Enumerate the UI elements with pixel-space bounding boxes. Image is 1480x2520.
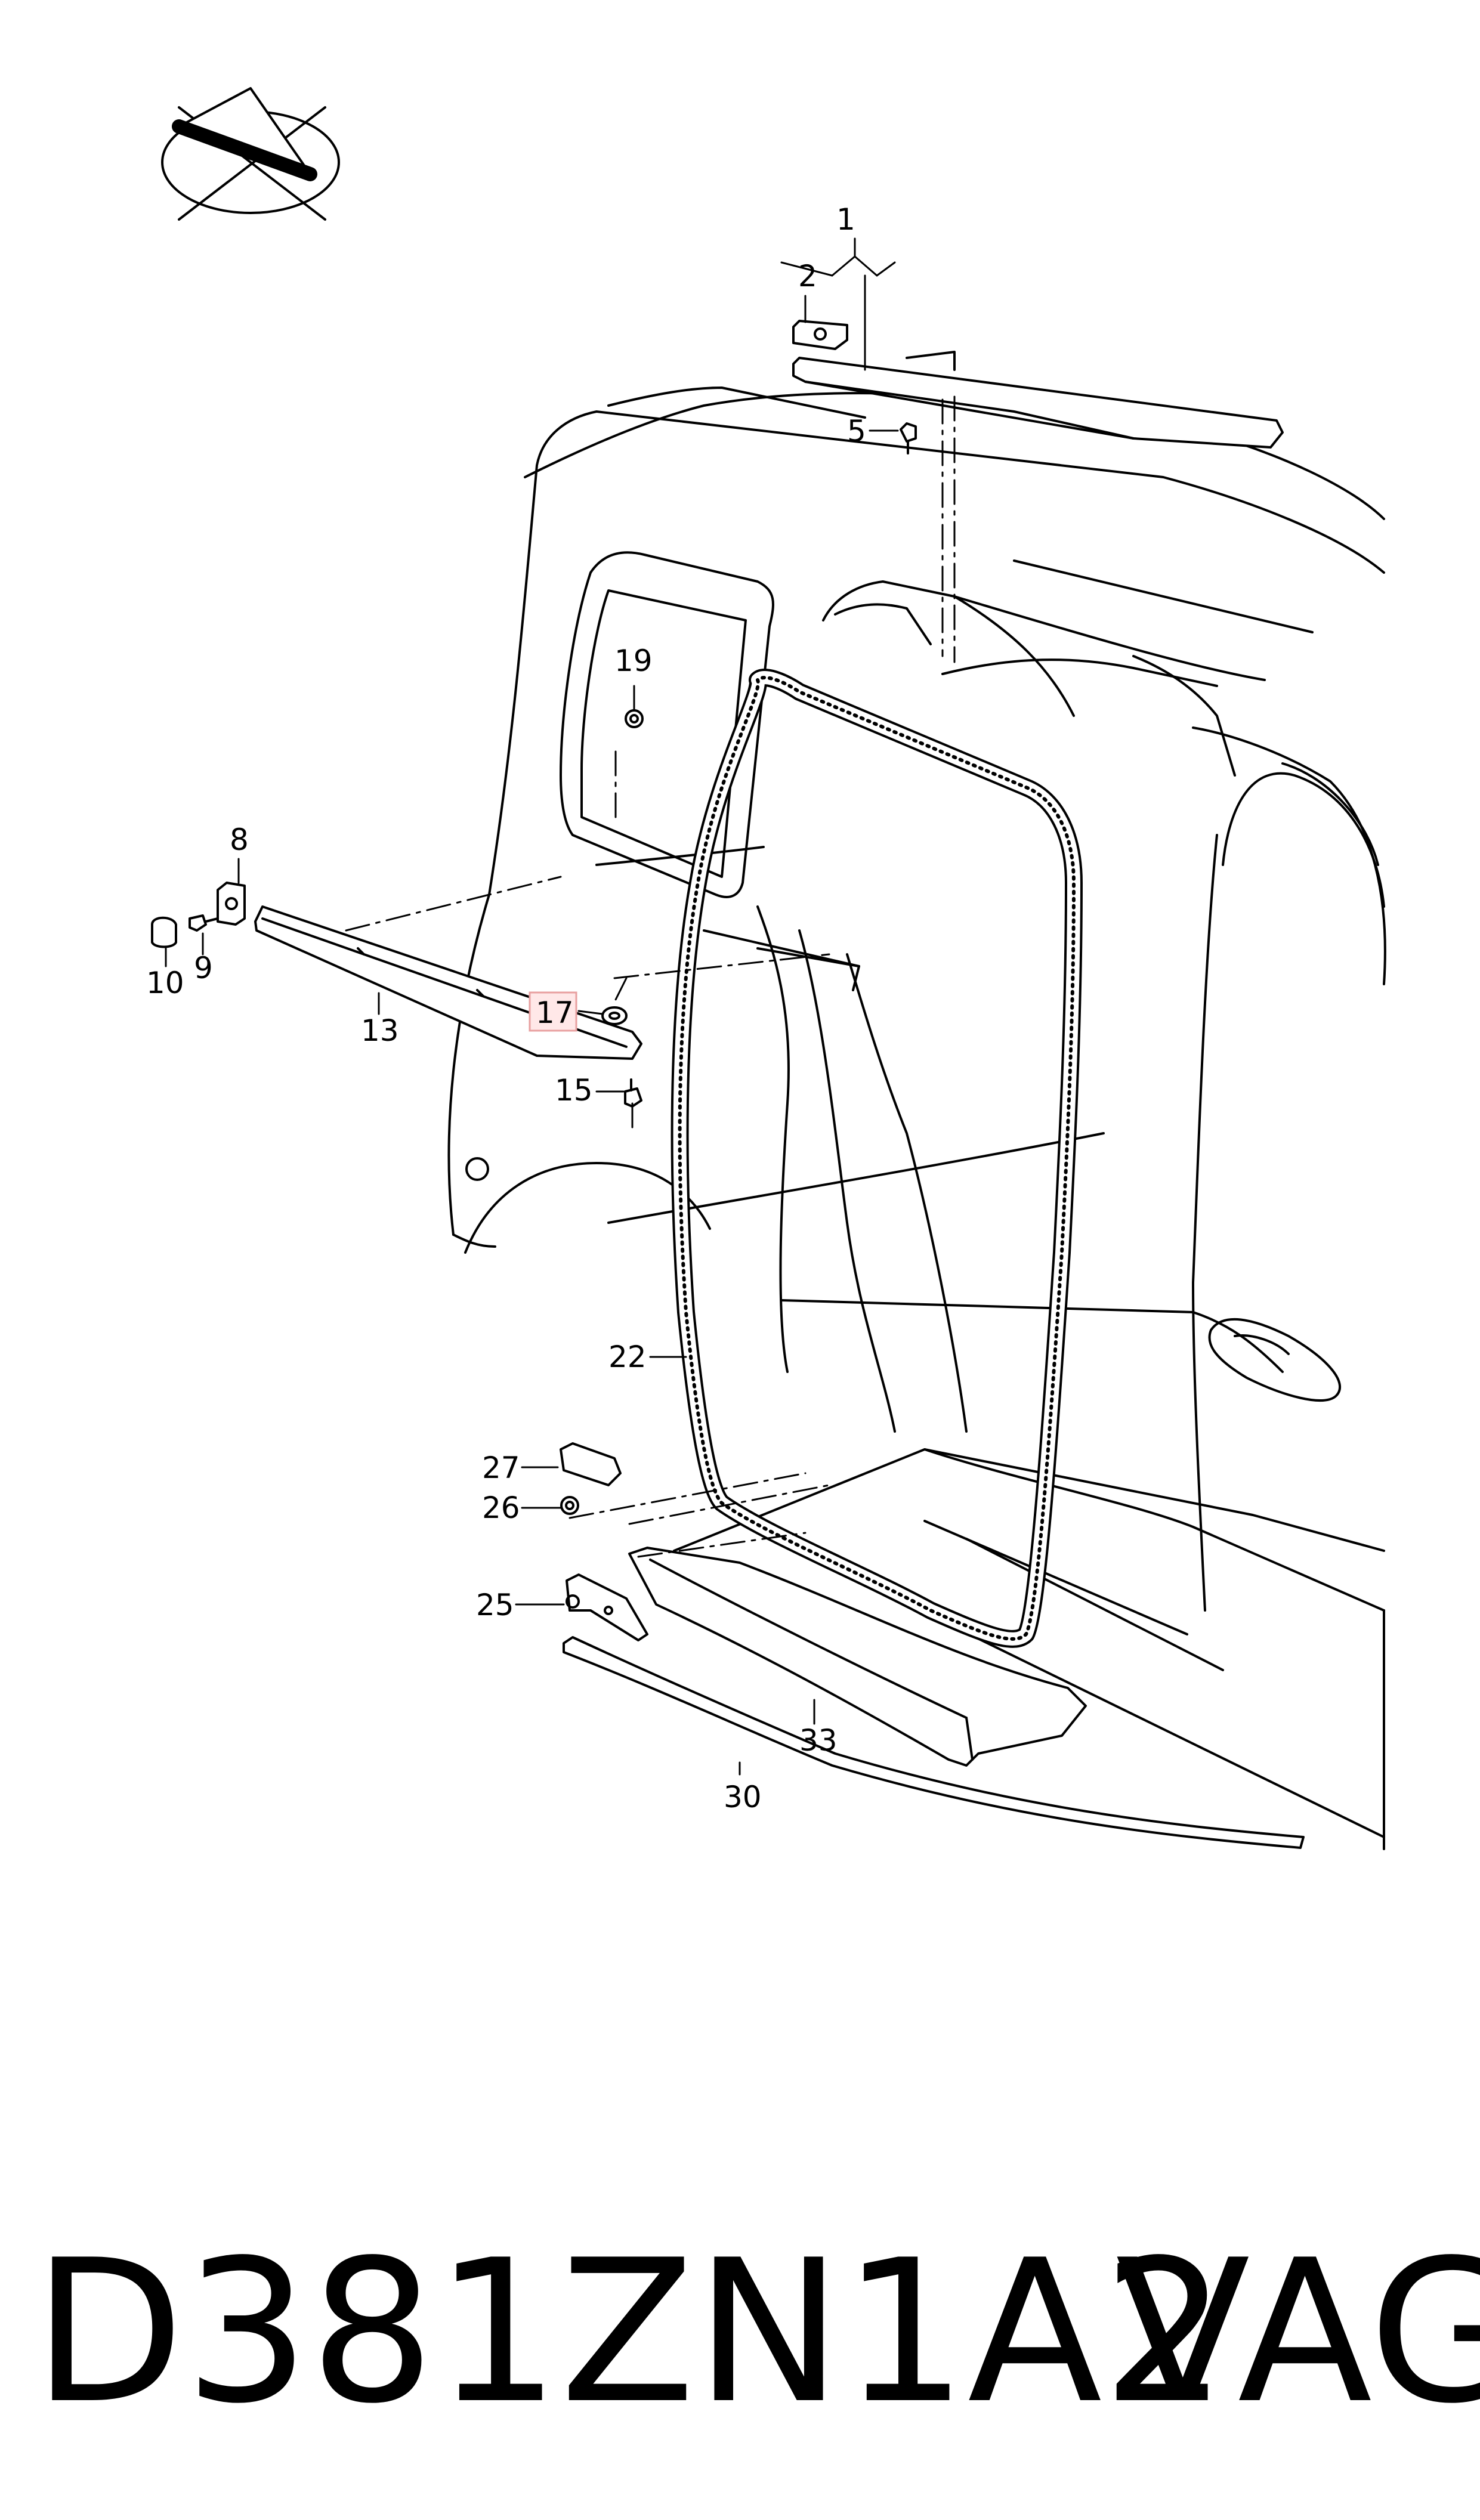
assembly-lines: [345, 395, 956, 1558]
callout-17: 17: [536, 995, 574, 1030]
clip-part-8: [217, 882, 246, 926]
seal-strip-part-30: [563, 1636, 1305, 1849]
callout-9: 9: [194, 951, 213, 985]
trim-strip-part-13: [254, 905, 642, 1060]
cap-part-27: [560, 1442, 622, 1486]
brand-label: VAG: [1116, 2218, 1480, 2447]
callout-1: 1: [836, 202, 855, 237]
leader-lines: [165, 237, 899, 1776]
orientation-icon: [161, 87, 340, 221]
sill-trim-part-33: [628, 1547, 1087, 1767]
callout-10: 10: [146, 966, 184, 1000]
callout-19: 19: [614, 644, 653, 678]
callout-13: 13: [361, 1013, 399, 1048]
footer-caption: D381ZN1A2 VAG: [0, 2207, 1480, 2457]
plug-part-10: [151, 916, 177, 948]
screw-part-9: [189, 914, 219, 932]
van-body-outline: [447, 386, 1386, 1850]
screw-part-15: [624, 1078, 642, 1108]
roof-rail-part-1: [792, 320, 1284, 449]
highlight-box-17: [529, 991, 577, 1032]
door-seal-part-22: [671, 669, 1083, 1648]
part-code: D381ZN1A2: [33, 2218, 1228, 2447]
callout-30: 30: [724, 1780, 762, 1814]
washer-part-17: [601, 1006, 628, 1025]
screw-part-5: [900, 422, 917, 454]
callout-labels: 1 2 5 19 8 9 10 13 17 15 22 27 26 25 33 …: [146, 202, 866, 1814]
callout-2: 2: [798, 259, 817, 293]
callout-25: 25: [476, 1588, 514, 1622]
nut-part-19: [625, 709, 644, 728]
bracket-part-25: [566, 1573, 648, 1641]
callout-5: 5: [847, 414, 866, 449]
callout-22: 22: [608, 1340, 647, 1374]
callout-33: 33: [799, 1723, 838, 1758]
callout-26: 26: [482, 1491, 520, 1525]
callout-27: 27: [482, 1451, 520, 1485]
callout-8: 8: [230, 823, 249, 857]
callout-15: 15: [555, 1073, 593, 1108]
nut-part-26: [560, 1496, 579, 1515]
